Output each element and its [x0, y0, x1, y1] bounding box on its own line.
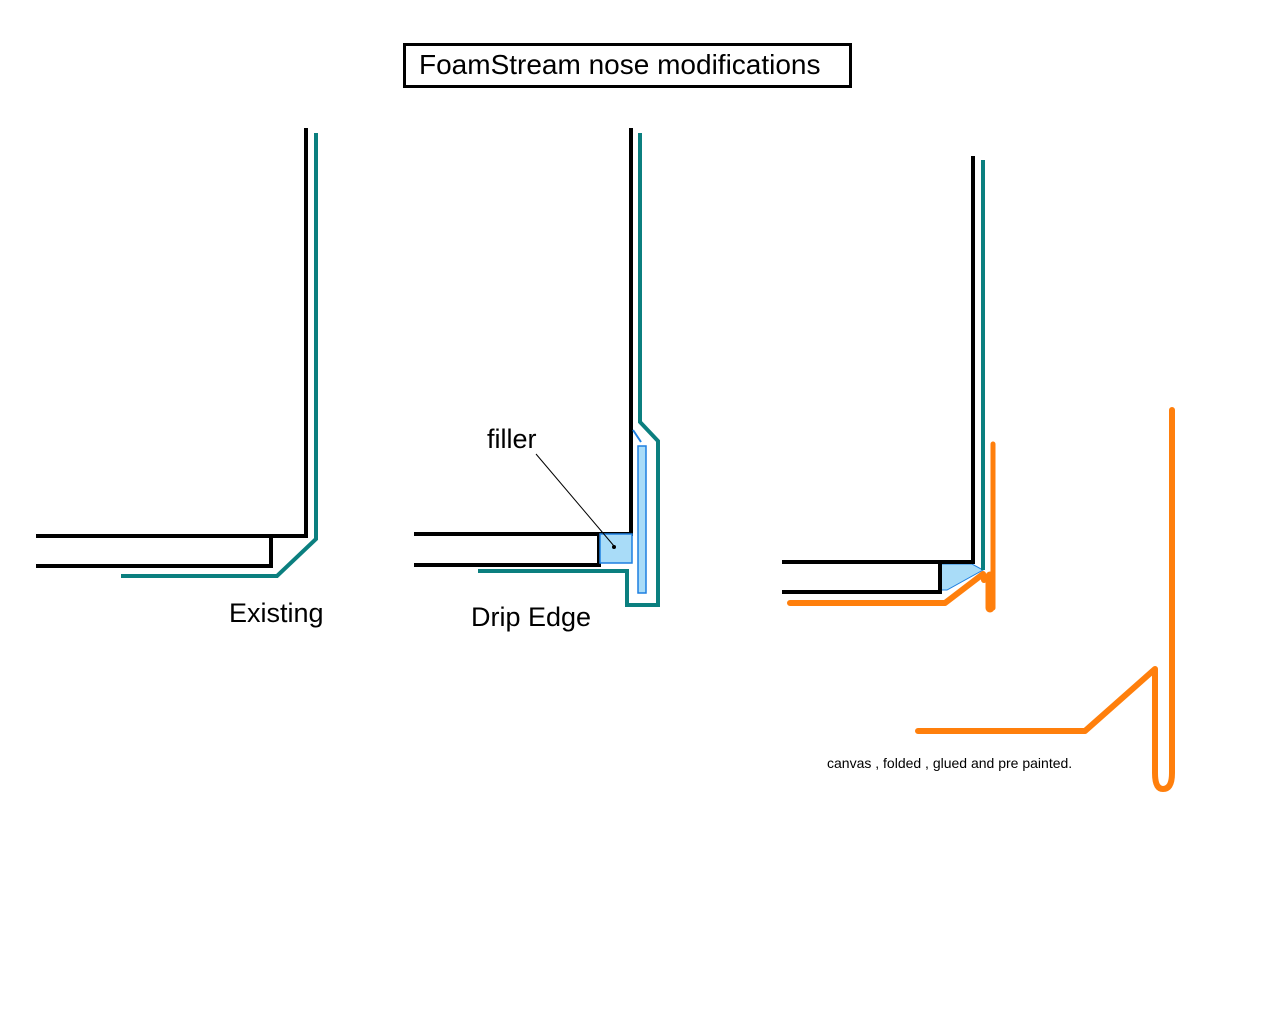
existing-structure-inner: [36, 538, 273, 568]
filler-leader-dot: [612, 545, 616, 549]
drip-skin: [478, 133, 660, 607]
existing-skin: [121, 133, 318, 578]
canvas-structure-inner: [782, 564, 942, 594]
drip-structure-outer: [414, 128, 633, 536]
drip-strip-fold: [632, 429, 642, 443]
diagram-title: FoamStream nose modifications: [419, 49, 821, 80]
label-filler: filler: [487, 424, 537, 454]
drip-structure-inner: [414, 536, 601, 567]
label-drip-edge: Drip Edge: [471, 602, 592, 632]
drip-edge-section: [414, 128, 660, 607]
canvas-structure-outer: [782, 156, 975, 564]
label-canvas-note: canvas , folded , glued and pre painted.: [827, 755, 1073, 771]
existing-structure-outer: [36, 128, 308, 538]
label-existing: Existing: [229, 598, 324, 628]
canvas-wrap: [787, 571, 987, 606]
filler-block: [599, 533, 633, 564]
filler-leader-line: [535, 453, 615, 547]
canvas-folded-piece: [915, 407, 1175, 792]
title-box: FoamStream nose modifications: [403, 43, 852, 88]
drip-strip: [637, 445, 647, 594]
canvas-section: [782, 156, 1175, 792]
existing-section: [36, 128, 318, 578]
